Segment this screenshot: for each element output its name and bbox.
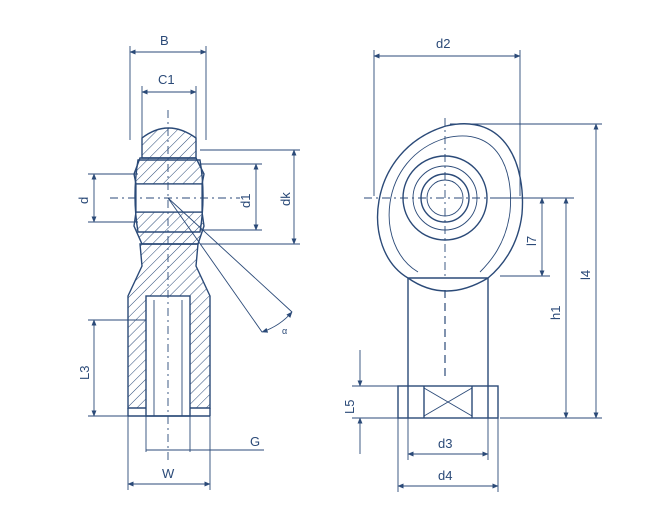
ball-section-left [133,157,205,185]
label-L3: L3 [77,366,92,380]
label-W: W [162,466,175,481]
housing-top-section [141,127,197,159]
label-l4: l4 [578,270,593,280]
label-L5: L5 [342,400,357,414]
eye-outline-inner [388,135,512,273]
side-view: B C1 d d1 dk α L3 G [76,33,300,490]
hex-body [397,385,499,419]
label-d2: d2 [436,36,450,51]
front-view: d2 l7 h1 l4 L5 d3 d4 [342,36,602,492]
label-G: G [250,434,260,449]
label-dk: dk [278,192,293,206]
label-d1: d1 [238,194,253,208]
ball-section-bottom [133,211,205,245]
label-d3: d3 [438,436,452,451]
label-d4: d4 [438,468,452,483]
hex-cross-2 [423,387,473,417]
label-l7: l7 [524,236,539,246]
eye-outline [376,123,524,279]
tilt-arc [261,311,293,333]
tilt-line-2 [167,197,293,313]
label-C1: C1 [158,72,175,87]
tilt-line-1 [167,197,263,333]
label-h1: h1 [548,306,563,320]
label-B: B [160,33,169,48]
neck-bottom-curve [407,277,489,292]
label-d: d [76,197,91,204]
label-alpha: α [282,326,287,336]
